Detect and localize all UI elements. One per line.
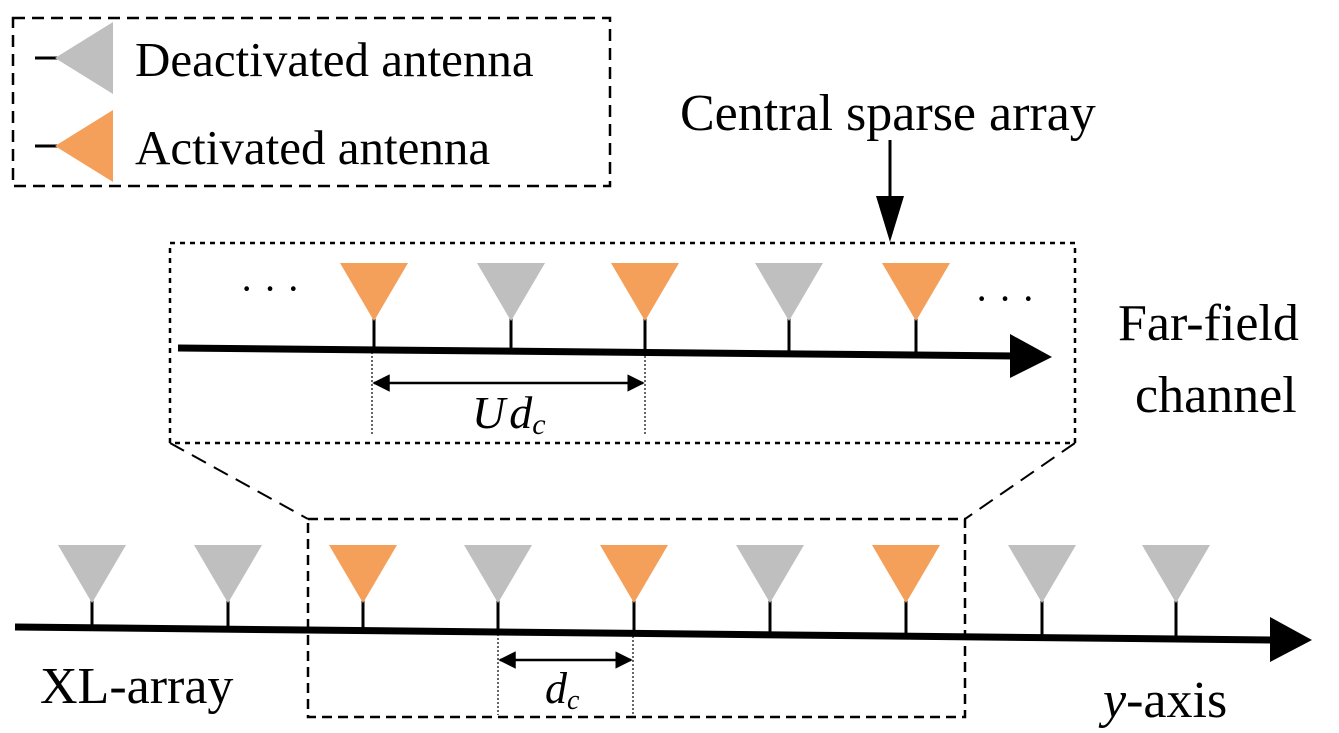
zoom-spacing-c: c [532,408,545,441]
y-axis-variable: y [1098,672,1127,729]
zoom-axis-line [177,344,1017,360]
xl-array-label: XL-array [40,658,233,715]
zoom-box [168,241,1077,445]
zoom-spacing-label: Udc [472,387,546,441]
activated-antenna-icon [872,545,940,603]
zoom-connector-right [964,442,1076,520]
central-sparse-array-arrow-head [876,196,904,242]
zoom-axis-arrowhead [1010,334,1052,378]
xl-array-antenna-group [58,545,1210,640]
deactivated-antenna-icon [755,263,823,321]
array-spacing-d: d [545,664,568,713]
deactivated-antenna-icon [464,545,532,603]
central-sparse-array-label: Central sparse array [680,85,1096,142]
activated-antenna-icon [600,545,668,603]
activated-antenna-icon [340,263,408,321]
central-region-box [306,517,967,719]
deactivated-antenna-icon [477,263,545,321]
y-axis-suffix: -axis [1126,672,1227,729]
legend-deactivated-label: Deactivated antenna [135,32,534,87]
deactivated-antenna-icon [1142,545,1210,603]
legend-box [11,16,612,188]
far-field-label-line2: channel [1135,367,1297,424]
deactivated-antenna-icon [194,545,262,603]
zoom-ellipsis-left: · · · [240,266,300,311]
deactivated-antenna-icon [736,545,804,603]
zoom-connector-left [169,442,309,520]
activated-antenna-icon [882,263,950,321]
legend: Deactivated antenna Activated antenna [11,16,612,188]
legend-deactivated-antenna-icon [55,22,113,94]
zoom-antenna-group [340,263,950,354]
zoom-spacing-d: d [509,387,533,438]
xl-array-axis-arrowhead [1270,617,1312,662]
xl-array-axis-line [14,623,1276,644]
zoom-ellipsis-right: · · · [975,276,1035,321]
deactivated-antenna-icon [1008,545,1076,603]
far-field-label-line1: Far-field [1118,295,1299,352]
array-spacing-c: c [567,685,580,716]
legend-activated-label: Activated antenna [135,120,490,175]
deactivated-antenna-icon [58,545,126,603]
legend-activated-antenna-icon [55,110,113,182]
y-axis-label: y-axis [1098,672,1227,729]
zoom-spacing-u: U [472,387,508,438]
array-spacing-label: dc [545,664,580,716]
activated-antenna-icon [329,545,397,603]
activated-antenna-icon [611,263,679,321]
